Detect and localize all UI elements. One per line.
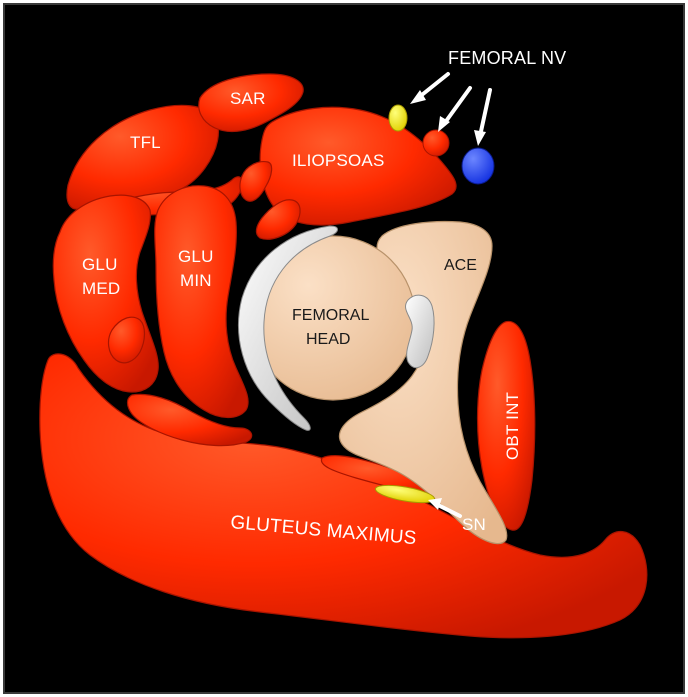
obturator-internus-shape: [476, 320, 536, 531]
iliopsoas-shape: [259, 106, 457, 226]
sar-label: SAR: [230, 89, 266, 108]
obt-int-label: OBT INT: [503, 392, 522, 460]
femoral-nerve-shape: [388, 104, 408, 132]
glu-min-label-line2: MIN: [180, 271, 212, 290]
glu-med-label-line1: GLU: [82, 255, 118, 274]
lower-muscle-fold-shape: [126, 393, 253, 447]
femoral-nv-label: FEMORAL NV: [448, 48, 566, 68]
femoral-head-label-line2: HEAD: [306, 331, 350, 348]
glu-min-label-line1: GLU: [178, 247, 214, 266]
femoral-nv-arrows: [410, 72, 492, 146]
ace-label: ACE: [444, 257, 477, 274]
fossa-cartilage-shape: [405, 294, 435, 369]
small-muscle-fragment-lower-shape: [255, 199, 301, 240]
gluteus-medius-inner-fold-shape: [107, 316, 146, 364]
articular-cartilage-shape: [238, 225, 338, 431]
sn-label: SN: [462, 515, 486, 534]
femoral-vein-shape: [461, 147, 495, 185]
small-muscle-fragment-upper-shape: [239, 161, 273, 202]
tfl-label: TFL: [130, 133, 161, 152]
femoral-artery-shape: [422, 129, 450, 157]
gluteus-minimus-shape: [154, 185, 249, 419]
glu-med-label-line2: MED: [82, 279, 120, 298]
femoral-head-label-line1: FEMORAL: [292, 307, 369, 324]
sn-arrow: [428, 498, 462, 518]
sartorius-shape: [198, 73, 304, 133]
iliopsoas-label: ILIOPSOAS: [292, 151, 385, 170]
